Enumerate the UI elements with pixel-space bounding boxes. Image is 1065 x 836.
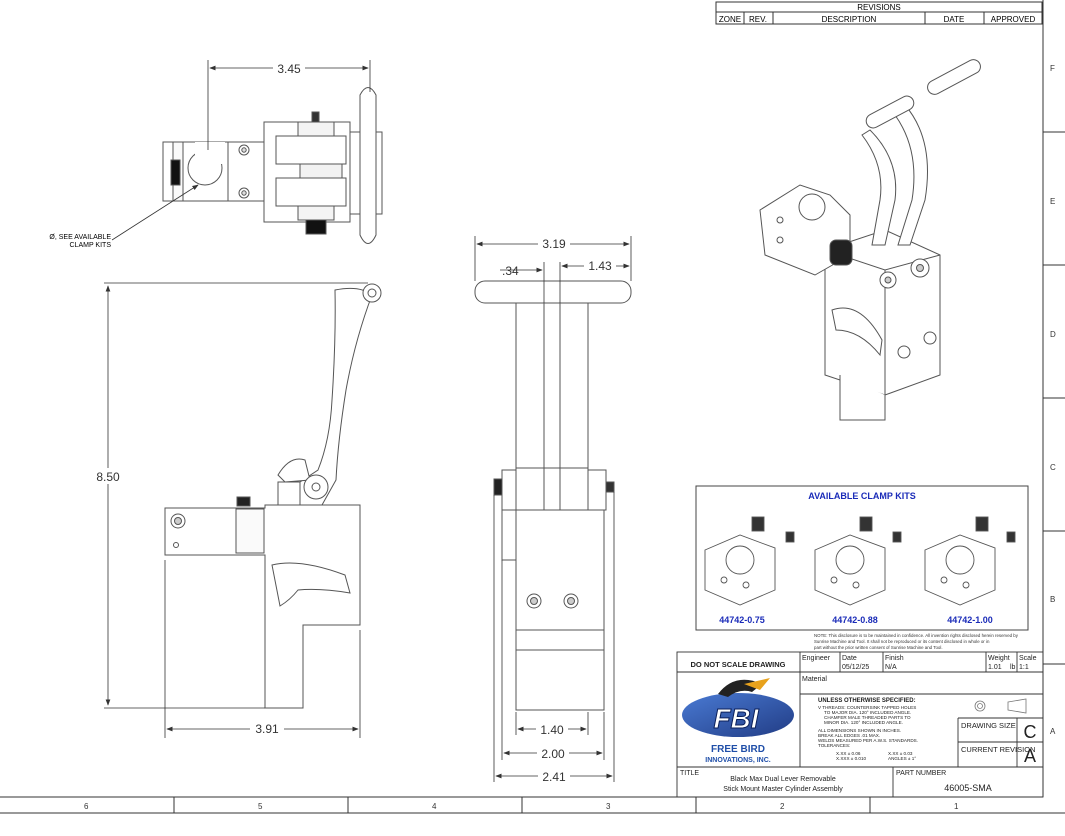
clamp-kit-label-1: 44742-0.75 [719,615,765,625]
title-block [676,651,1044,798]
zone-label-e: E [1050,197,1055,206]
tol-right-2: ANGLES ± 1° [888,756,916,761]
dim-front-b1: 1.40 [540,723,564,737]
zone-labels-bottom: 6 5 4 3 2 1 [84,802,959,811]
part-number-value: 46005-SMA [944,783,992,793]
logo-letters: FBI [713,703,759,734]
spec-line-2: TO MAJOR DIA. 120° INCLUDED ANGLE. [824,710,911,715]
zone-label-5: 5 [258,802,263,811]
logo-line-2: INNOVATIONS, INC. [705,757,771,764]
do-not-scale-label: DO NOT SCALE DRAWING [691,660,786,669]
front-view [474,280,632,711]
dim-line-4: TOLERANCES: [818,743,850,748]
spec-line-3: CHAMFER MALE THREADED PARTS TO [824,715,911,720]
material-label: Material [802,676,827,683]
title-line-1: Black Max Dual Lever Removable [730,776,836,783]
scale-value: 1:1 [1019,664,1029,671]
logo-line-1: FREE BIRD [711,744,765,755]
drawing-size-value: C [1024,722,1037,742]
clamp-kit-label-3: 44742-1.00 [947,615,993,625]
title-block-text: DO NOT SCALE DRAWING Engineer Date 05/12… [680,655,1037,793]
dim-front-left: .34 [502,264,519,278]
spec-line-1: V THREADS: COUNTERSINK TAPPED HOLES [818,705,916,710]
rev-col-zone: ZONE [719,15,741,24]
zone-label-2: 2 [780,802,785,811]
clamp-kits-title: AVAILABLE CLAMP KITS [808,491,916,501]
zone-label-1: 1 [954,802,959,811]
current-revision-label: CURRENT REVISION [961,745,1035,754]
zone-label-3: 3 [606,802,611,811]
dim-side-height-value: 8.50 [96,470,120,484]
tol-right-1: X.XX ± 0.03 [888,751,913,756]
clamp-kits-panel: AVAILABLE CLAMP KITS 44742-0.75 44742-0.… [695,485,1029,631]
dim-side-height: 8.50 [90,282,368,709]
revisions-table: REVISIONS ZONE REV. DESCRIPTION DATE APP… [715,1,1043,25]
current-revision-value: A [1024,746,1036,766]
rev-col-rev: REV. [749,15,767,24]
clamp-kit-graphic-2 [814,516,902,606]
rev-col-description: DESCRIPTION [822,15,877,24]
projection-symbol [974,698,1027,714]
tol-left-1: X.XX ± 0.06 [836,751,861,756]
zone-label-d: D [1050,330,1056,339]
clamp-note-line1: Ø, SEE AVAILABLE [49,234,111,241]
dim-line-3: WELDS MEASURED PER A.W.S. STANDARDS. [818,738,918,743]
zone-label-f: F [1050,64,1055,73]
clamp-kit-label-2: 44742-0.88 [832,615,878,625]
dim-line-2: BREAK ALL EDGES .01 MAX. [818,733,880,738]
clamp-note-line2: CLAMP KITS [70,242,112,249]
weight-label: Weight [988,655,1010,662]
dim-side-width-value: 3.91 [255,722,279,736]
note-line-2: Sunrise Machine and Tool. It shall not b… [814,639,990,644]
dim-top-width: 3.45 [207,60,371,150]
company-logo: FBI FREE BIRD INNOVATIONS, INC. [682,678,794,764]
tol-left-2: X.XXX ± 0.010 [836,756,867,761]
dim-front-top: 3.19 .34 1.43 [474,236,632,303]
part-number-label: PART NUMBER [896,770,946,777]
drawing-size-label: DRAWING SIZE [961,721,1016,730]
weight-value: 1.01 [988,664,1002,671]
isometric-view [759,59,981,421]
scale-label: Scale [1019,655,1037,662]
note-line-1: NOTE: This disclosure is to be maintaine… [814,633,1019,638]
top-view-note: Ø, SEE AVAILABLE CLAMP KITS [49,184,199,249]
note-line-3: part without the prior written consent o… [814,645,943,650]
top-view [162,87,383,244]
dim-front-bottom: 1.40 2.00 2.41 [493,492,615,784]
spec-line-4: MINOR DIA. 120° INCLUDED ANGLE. [824,720,903,725]
dim-front-b2: 2.00 [541,747,565,761]
engineer-label: Engineer [802,655,831,662]
date-value: 05/12/25 [842,664,869,671]
zone-label-6: 6 [84,802,89,811]
revisions-title: REVISIONS [857,3,901,12]
title-line-2: Stick Mount Master Cylinder Assembly [723,786,843,793]
unless-title: UNLESS OTHERWISE SPECIFIED: [818,698,916,704]
finish-value: N/A [885,664,897,671]
dim-line-1: ALL DIMENSIONS SHOWN IN INCHES. [818,728,901,733]
date-label: Date [842,655,857,662]
dim-front-total: 3.19 [542,237,566,251]
side-view [164,283,382,709]
clamp-kit-graphic-1 [704,516,795,606]
zone-label-c: C [1050,463,1056,472]
weight-unit: lb [1010,664,1016,671]
finish-label: Finish [885,655,904,662]
title-label: TITLE [680,770,699,777]
dim-top-width-value: 3.45 [277,62,301,76]
zone-labels-right: F E D C B A [1050,64,1056,736]
dim-front-b3: 2.41 [542,770,566,784]
rev-col-date: DATE [944,15,965,24]
confidentiality-note: NOTE: This disclosure is to be maintaine… [814,633,1019,650]
dim-side-width: 3.91 [164,560,361,738]
dim-front-right: 1.43 [588,259,612,273]
zone-label-4: 4 [432,802,437,811]
zone-label-b: B [1050,595,1055,604]
rev-col-approved: APPROVED [991,15,1036,24]
clamp-kit-graphic-3 [924,516,1016,606]
zone-label-a: A [1050,727,1056,736]
